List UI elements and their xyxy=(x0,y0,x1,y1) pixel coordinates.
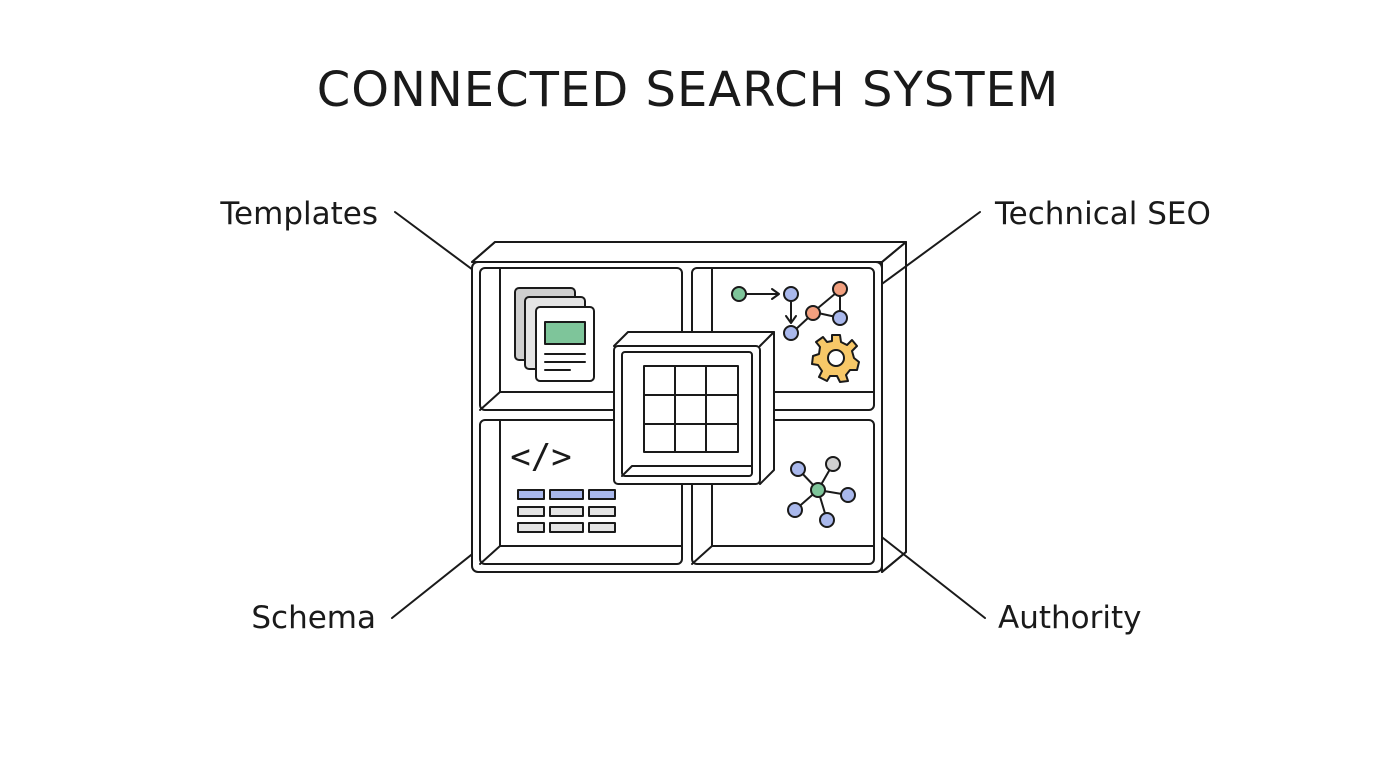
callout-technical-seo: Technical SEO xyxy=(995,196,1211,232)
gear-icon xyxy=(811,334,860,383)
grid-table-icon xyxy=(643,365,739,453)
center-block xyxy=(613,331,775,485)
page-title: CONNECTED SEARCH SYSTEM xyxy=(316,62,1060,118)
workflow-gear-icon xyxy=(731,281,860,383)
code-table-icon: </> xyxy=(510,437,616,533)
network-graph-icon xyxy=(787,456,856,528)
document-stack-icon xyxy=(514,287,595,382)
callout-templates: Templates xyxy=(220,196,378,232)
code-glyph: </> xyxy=(510,437,571,477)
callout-schema: Schema xyxy=(251,600,376,636)
callout-authority: Authority xyxy=(998,600,1142,636)
